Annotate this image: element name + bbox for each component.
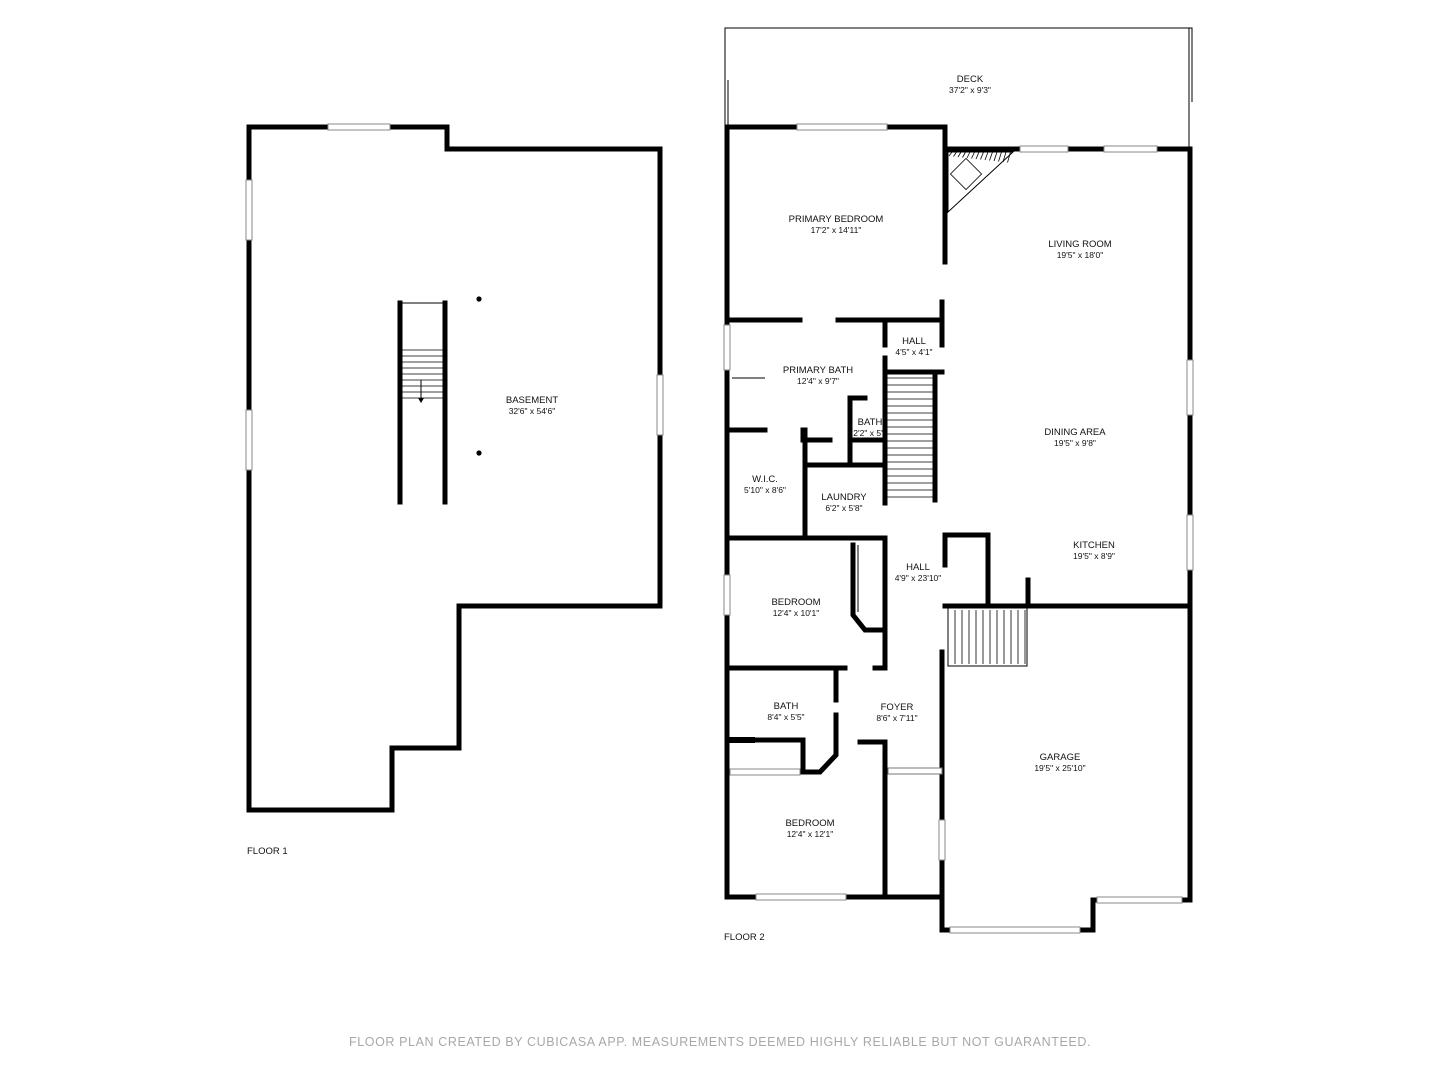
floor-2-windows <box>723 123 1194 934</box>
floor-2-label: FLOOR 2 <box>724 932 765 943</box>
room-name-garage: GARAGE <box>1040 752 1081 763</box>
room-dims-garage: 19'5" x 25'10" <box>1034 763 1085 773</box>
room-dims-bath-small: 2'2" x 5' <box>853 428 883 438</box>
room-dims-hall-small: 4'5" x 4'1" <box>895 347 932 357</box>
room-dims-primary-bath: 12'4" x 9'7" <box>797 376 839 386</box>
fireplace <box>947 151 1015 214</box>
room-dims-hall-long: 4'9" x 23'10" <box>895 573 942 583</box>
room-dims-laundry: 6'2" x 5'8" <box>825 503 862 513</box>
room-dims-foyer: 8'6" x 7'11" <box>876 713 917 723</box>
room-dims-bath-2: 8'4" x 5'5" <box>767 712 804 722</box>
room-name-primary-bedroom: PRIMARY BEDROOM <box>789 214 884 225</box>
room-name-dining-area: DINING AREA <box>1044 427 1106 438</box>
room-dims-kitchen: 19'5" x 8'9" <box>1073 551 1115 561</box>
room-name-laundry: LAUNDRY <box>821 492 867 503</box>
room-dims-deck: 37'2" x 9'3" <box>949 85 991 95</box>
room-dims-bedroom-1: 12'4" x 10'1" <box>773 608 820 618</box>
room-name-basement: BASEMENT <box>506 395 558 406</box>
basement-stair <box>397 300 448 505</box>
room-dims-basement: 32'6" x 54'6" <box>509 406 556 416</box>
room-name-wic: W.I.C. <box>752 474 778 485</box>
room-dims-dining-area: 19'5" x 9'8" <box>1054 438 1096 448</box>
room-name-foyer: FOYER <box>881 702 914 713</box>
room-name-primary-bath: PRIMARY BATH <box>783 365 853 376</box>
floor-1-label: FLOOR 1 <box>247 846 288 857</box>
room-name-bedroom-1: BEDROOM <box>771 597 820 608</box>
room-name-hall-small: HALL <box>902 336 926 347</box>
room-name-deck: DECK <box>957 74 984 85</box>
room-dims-living-room: 19'5" x 18'0" <box>1057 250 1104 260</box>
living-stair <box>882 369 938 503</box>
basement-window-left-2 <box>245 409 253 471</box>
floor-2-exterior-wall <box>724 124 1193 933</box>
room-dims-bedroom-2: 12'4" x 12'1" <box>787 829 834 839</box>
support-post-1 <box>476 296 482 302</box>
deck-outline <box>724 27 1193 150</box>
room-name-living-room: LIVING ROOM <box>1048 239 1111 250</box>
room-name-bath-2: BATH <box>774 701 799 712</box>
garage-stair <box>947 607 1028 667</box>
room-name-kitchen: KITCHEN <box>1073 540 1115 551</box>
room-name-hall-long: HALL <box>906 562 930 573</box>
room-name-bath-small: BATH <box>858 417 883 428</box>
basement-window-top <box>327 123 391 131</box>
room-dims-primary-bedroom: 17'2" x 14'11" <box>811 225 862 235</box>
floor-1-plan: BASEMENT 32'6" x 54'6" FLOOR 1 <box>245 123 664 857</box>
basement-window-right <box>656 374 664 436</box>
room-name-bedroom-2: BEDROOM <box>785 818 834 829</box>
floor-2-room-labels: DECK 37'2" x 9'3" PRIMARY BEDROOM 17'2" … <box>744 74 1115 839</box>
support-post-2 <box>476 450 482 456</box>
disclaimer-text: FLOOR PLAN CREATED BY CUBICASA APP. MEAS… <box>348 1035 1092 1049</box>
floor-2-plan: DECK 37'2" x 9'3" PRIMARY BEDROOM 17'2" … <box>723 27 1194 943</box>
basement-outline <box>246 124 663 813</box>
basement-window-left-1 <box>245 179 253 241</box>
room-dims-wic: 5'10" x 8'6" <box>744 485 786 495</box>
